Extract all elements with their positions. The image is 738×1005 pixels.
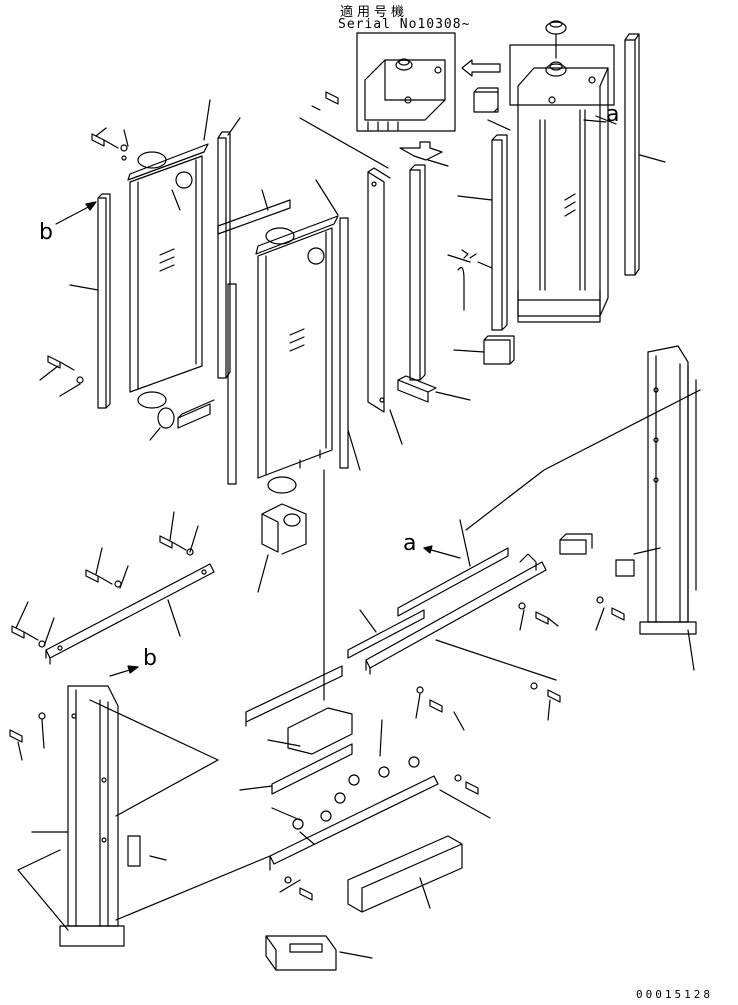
- document-number: 00015128: [636, 988, 713, 1001]
- seal-strips-between: [218, 118, 290, 484]
- radiator-tank-assembly: [510, 21, 616, 322]
- serial-detail-inset: [357, 33, 455, 131]
- seal-strip-left: [70, 194, 110, 408]
- callout-b-left: b: [39, 220, 53, 245]
- radiator-core-left: [128, 100, 210, 408]
- applicable-serial-label: 適用号機: [340, 5, 409, 20]
- foam-block-bottom: [348, 836, 462, 912]
- seal-strip-center: [410, 165, 425, 380]
- foam-block-center: [398, 376, 470, 402]
- reference-lines: [18, 390, 700, 920]
- seal-pad-lower: [454, 336, 514, 364]
- callout-arrows: [56, 120, 606, 676]
- seal-t-piece: [400, 142, 448, 166]
- radiator-core-center: [256, 180, 360, 493]
- support-frame-left: [18, 686, 166, 946]
- seal-strip-mid: [458, 135, 507, 330]
- leader-lines: [16, 128, 604, 892]
- serial-number-text: Serial No10308~: [338, 17, 471, 32]
- seal-strip-right: [625, 34, 665, 275]
- clip-parts: [448, 250, 492, 310]
- rail-bottom: [270, 776, 490, 870]
- bolts-washers: [10, 92, 624, 900]
- rail-left: [46, 564, 214, 664]
- bracket-center: [258, 470, 324, 700]
- foam-block-small: [150, 400, 214, 440]
- seal-pad-top: [474, 88, 510, 130]
- callout-b-mid: b: [143, 646, 157, 671]
- rail-center: [366, 520, 546, 674]
- shroud-plate: [300, 118, 402, 444]
- box-bottom: [266, 936, 372, 970]
- foam-bottom-center: [240, 666, 352, 794]
- callout-a-mid: a: [403, 531, 417, 556]
- support-frame-right: [634, 346, 696, 670]
- direction-arrow: [462, 60, 500, 76]
- callout-a-top: a: [606, 102, 620, 127]
- foam-strips: [348, 534, 634, 658]
